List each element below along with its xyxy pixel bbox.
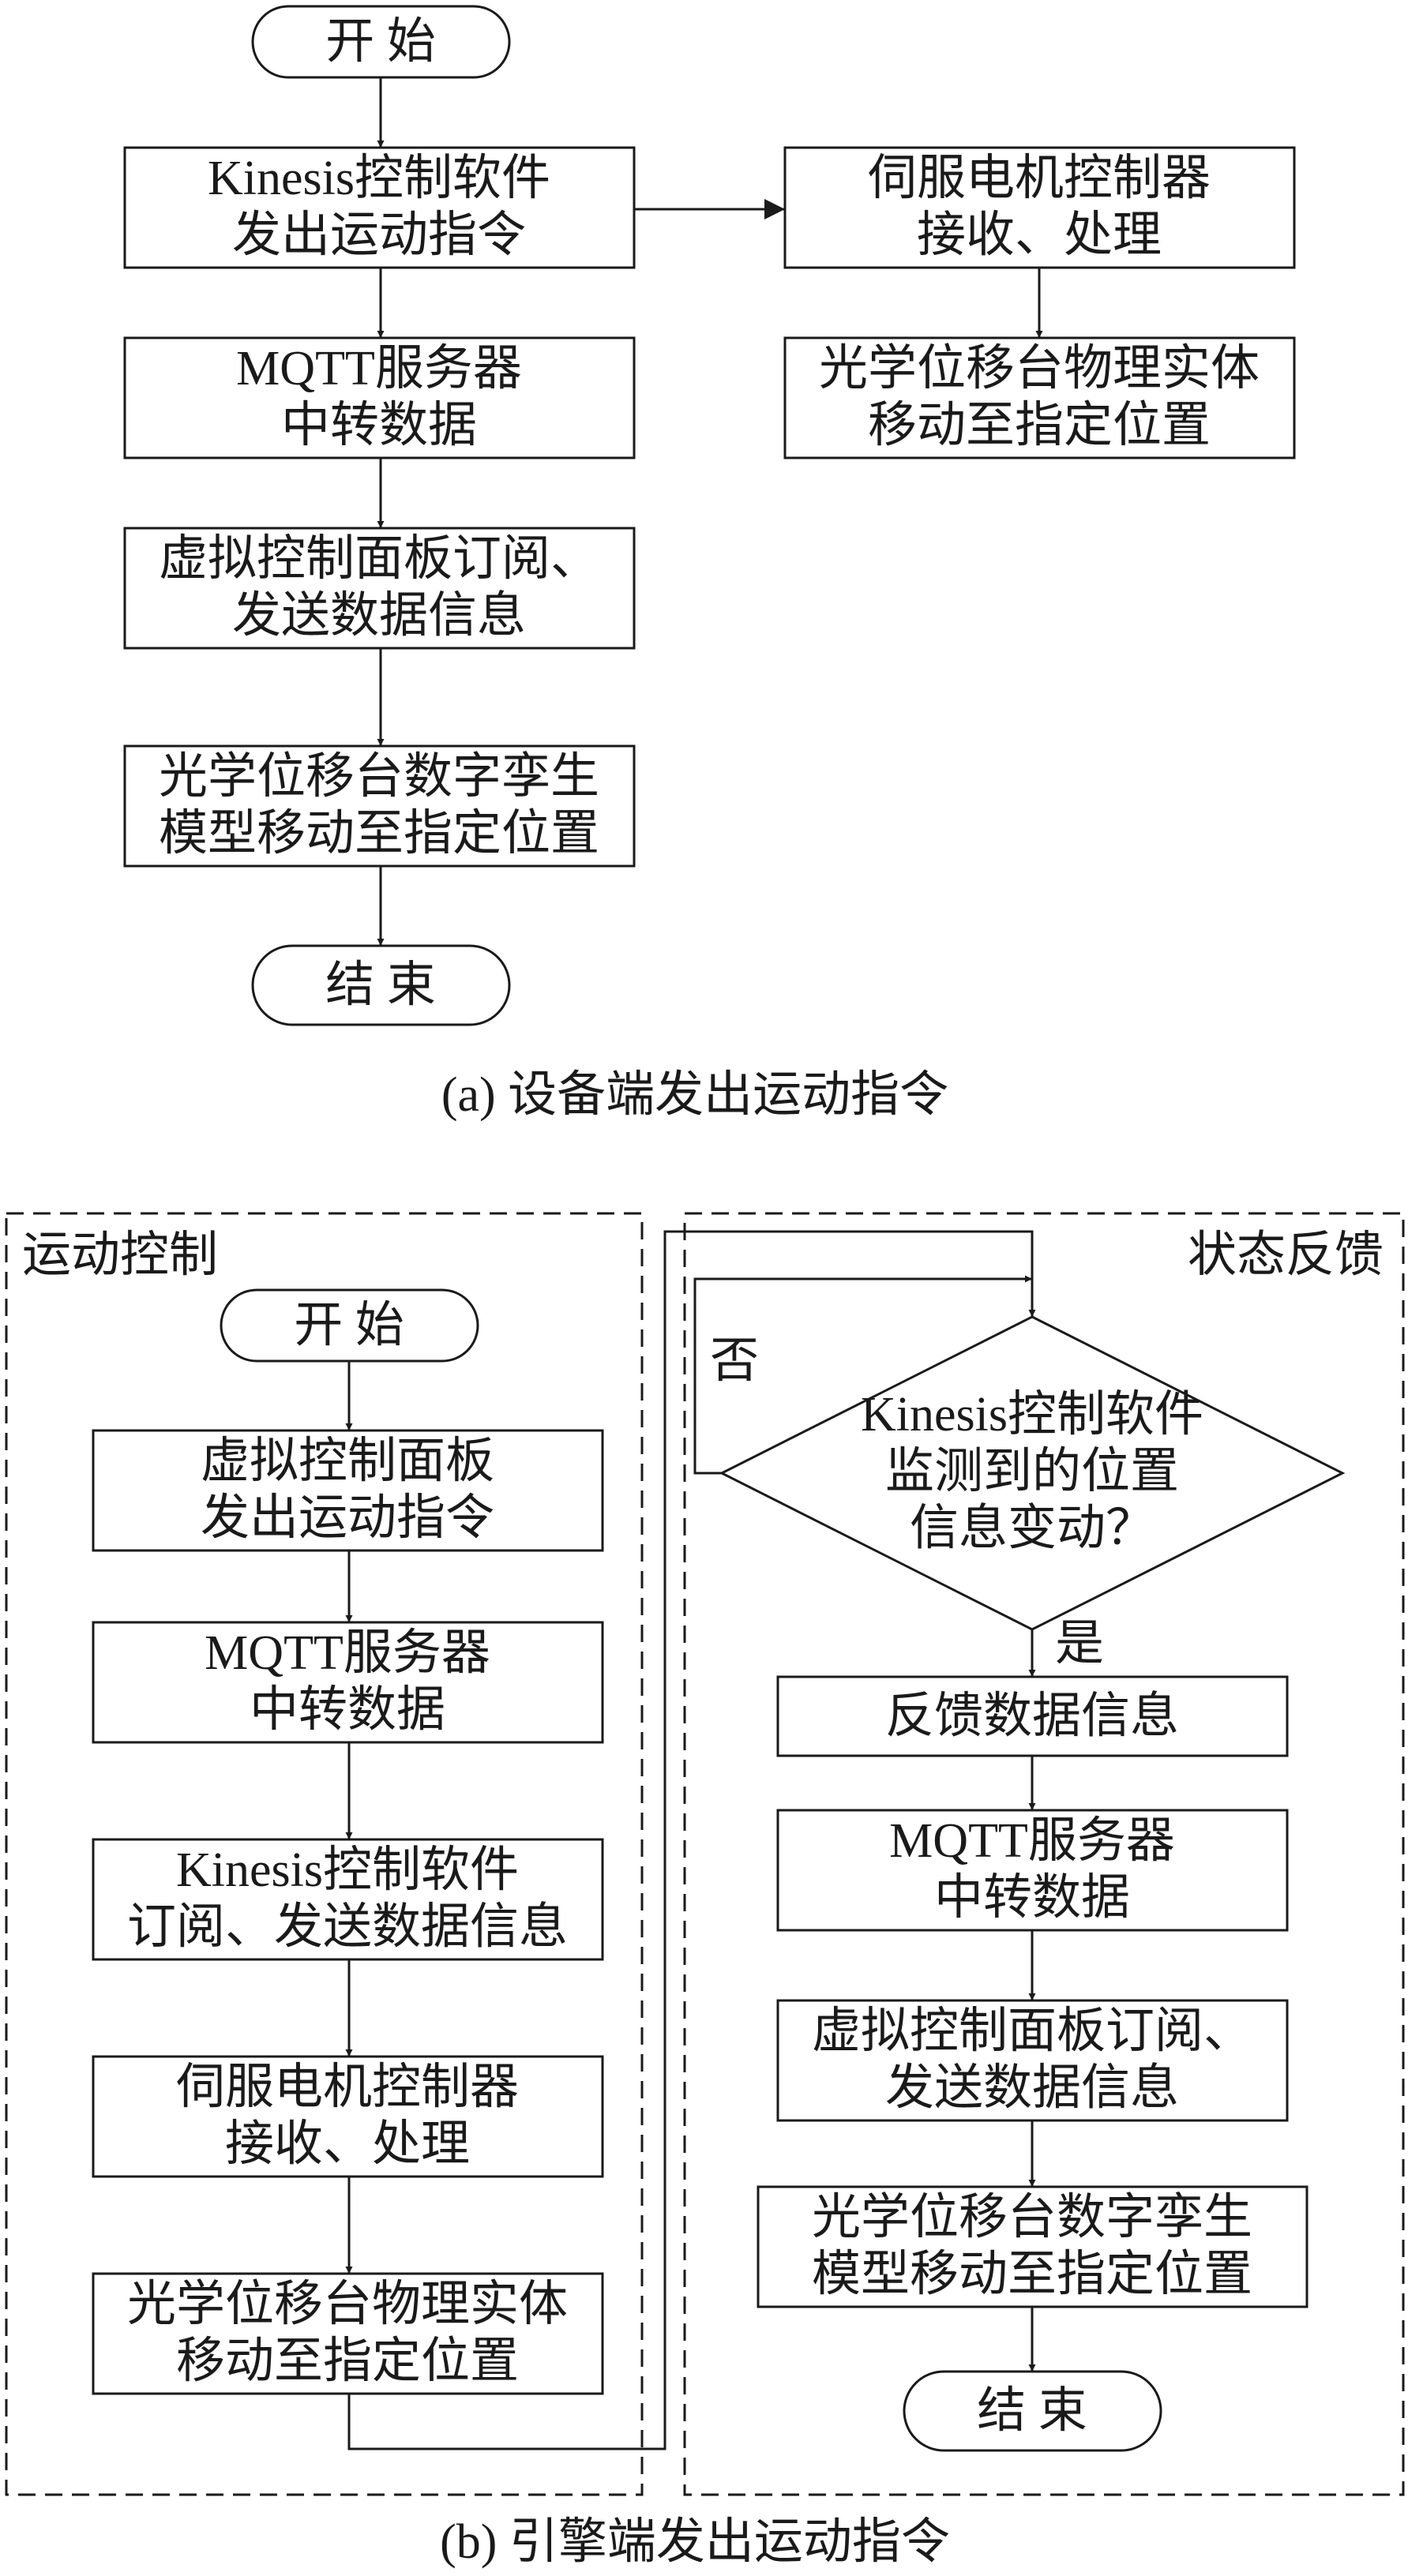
- b-left-step2-line1: MQTT服务器: [205, 1626, 490, 1680]
- b-right-decision-line3: 信息变动？: [910, 1502, 1155, 1555]
- a-side1-line2: 接收、处理: [917, 208, 1162, 262]
- b-left-step4-box: 伺服电机控制器 接收、处理: [92, 2055, 604, 2178]
- b-left-step4-line2: 接收、处理: [225, 2117, 470, 2171]
- b-left-step1-line2: 发出运动指令: [201, 1491, 494, 1545]
- b-right-step1-box: 反馈数据信息: [776, 1675, 1289, 1757]
- a-step1-box: Kinesis控制软件 发出运动指令: [123, 146, 636, 269]
- a-caption: (a) 设备端发出运动指令: [441, 1068, 948, 1122]
- a-side2-box: 光学位移台物理实体 移动至指定位置: [783, 336, 1296, 459]
- a-step2-line2: 中转数据: [281, 399, 477, 452]
- b-left-panel-title: 运动控制: [22, 1228, 218, 1282]
- b-right-step3-box: 虚拟控制面板订阅、 发送数据信息: [776, 1999, 1289, 2122]
- b-left-step1-box: 虚拟控制面板 发出运动指令: [92, 1429, 604, 1552]
- b-right-end-terminal: 结 束: [903, 2370, 1162, 2452]
- a-step4-box: 光学位移台数字孪生 模型移动至指定位置: [123, 744, 636, 868]
- b-right-step4-line1: 光学位移台数字孪生: [812, 2191, 1252, 2244]
- a-start-terminal: 开 始: [251, 5, 511, 79]
- a-start-label: 开 始: [325, 15, 436, 69]
- b-left-start-label: 开 始: [294, 1299, 404, 1352]
- b-left-step2-box: MQTT服务器 中转数据: [92, 1621, 604, 1744]
- b-left-step3-box: Kinesis控制软件 订阅、发送数据信息: [92, 1838, 604, 1961]
- b-right-decision-diamond: Kinesis控制软件 监测到的位置 信息变动？: [719, 1315, 1346, 1631]
- b-left-step5-line1: 光学位移台物理实体: [127, 2278, 568, 2331]
- b-right-step3-line2: 发送数据信息: [885, 2061, 1179, 2115]
- a-step2-line1: MQTT服务器: [236, 342, 522, 396]
- b-right-no-label: 否: [710, 1334, 759, 1388]
- a-end-label: 结 束: [325, 958, 436, 1012]
- b-left-panel-frame: [5, 1212, 644, 2496]
- a-step3-line1: 虚拟控制面板订阅、: [159, 532, 599, 586]
- b-right-step3-line1: 虚拟控制面板订阅、: [812, 2004, 1252, 2058]
- a-step2-box: MQTT服务器 中转数据: [123, 336, 636, 459]
- b-left-start-terminal: 开 始: [220, 1288, 479, 1363]
- b-right-step2-line2: 中转数据: [934, 1871, 1130, 1925]
- b-cross-panel-connector: [347, 1230, 1036, 2450]
- b-left-step2-line2: 中转数据: [250, 1683, 445, 1737]
- b-right-panel-title: 状态反馈: [1188, 1228, 1384, 1282]
- a-step4-line2: 模型移动至指定位置: [159, 807, 599, 861]
- a-side2-line1: 光学位移台物理实体: [819, 342, 1260, 396]
- b-right-step4-box: 光学位移台数字孪生 模型移动至指定位置: [757, 2185, 1309, 2308]
- b-right-end-label: 结 束: [977, 2384, 1087, 2438]
- b-left-step1-line1: 虚拟控制面板: [201, 1434, 494, 1488]
- b-left-step3-line1: Kinesis控制软件: [176, 1843, 519, 1897]
- a-step1-line2: 发出运动指令: [232, 208, 526, 262]
- part-a: 开 始 Kinesis控制软件 发出运动指令 MQTT服务器 中转数据 虚拟控制…: [123, 5, 1296, 1122]
- b-right-step2-line1: MQTT服务器: [889, 1814, 1175, 1868]
- b-right-decision-line2: 监测到的位置: [885, 1445, 1179, 1498]
- b-right-no-loop-edge: [693, 1275, 1032, 1475]
- b-caption: (b) 引擎端发出运动指令: [440, 2515, 950, 2569]
- a-step3-box: 虚拟控制面板订阅、 发送数据信息: [123, 527, 636, 650]
- svg-text:是: 是: [1055, 1617, 1104, 1670]
- a-side1-box: 伺服电机控制器 接收、处理: [783, 146, 1296, 269]
- b-right-yes-label: 是: [1055, 1617, 1104, 1670]
- a-end-terminal: 结 束: [251, 944, 511, 1026]
- a-step4-line1: 光学位移台数字孪生: [159, 750, 599, 804]
- a-step1-line1: Kinesis控制软件: [208, 152, 550, 205]
- b-right-decision-line1: Kinesis控制软件: [861, 1388, 1203, 1442]
- a-step3-line2: 发送数据信息: [232, 589, 526, 643]
- b-left-step3-line2: 订阅、发送数据信息: [127, 1900, 568, 1954]
- part-b: 运动控制 状态反馈 开 始 虚拟控制面板 发出运动指令 MQTT服务器 中转数据…: [5, 1212, 1405, 2569]
- b-right-step2-box: MQTT服务器 中转数据: [776, 1809, 1289, 1932]
- svg-text:否: 否: [710, 1334, 759, 1388]
- b-left-step5-line2: 移动至指定位置: [176, 2334, 519, 2388]
- b-right-step1-label: 反馈数据信息: [885, 1689, 1179, 1743]
- a-side2-line2: 移动至指定位置: [868, 399, 1211, 452]
- b-left-step5-box: 光学位移台物理实体 移动至指定位置: [92, 2272, 604, 2395]
- b-right-panel-frame: [683, 1212, 1405, 2496]
- b-right-step4-line2: 模型移动至指定位置: [812, 2248, 1252, 2301]
- b-left-step4-line1: 伺服电机控制器: [176, 2060, 519, 2114]
- a-side1-line1: 伺服电机控制器: [868, 152, 1211, 205]
